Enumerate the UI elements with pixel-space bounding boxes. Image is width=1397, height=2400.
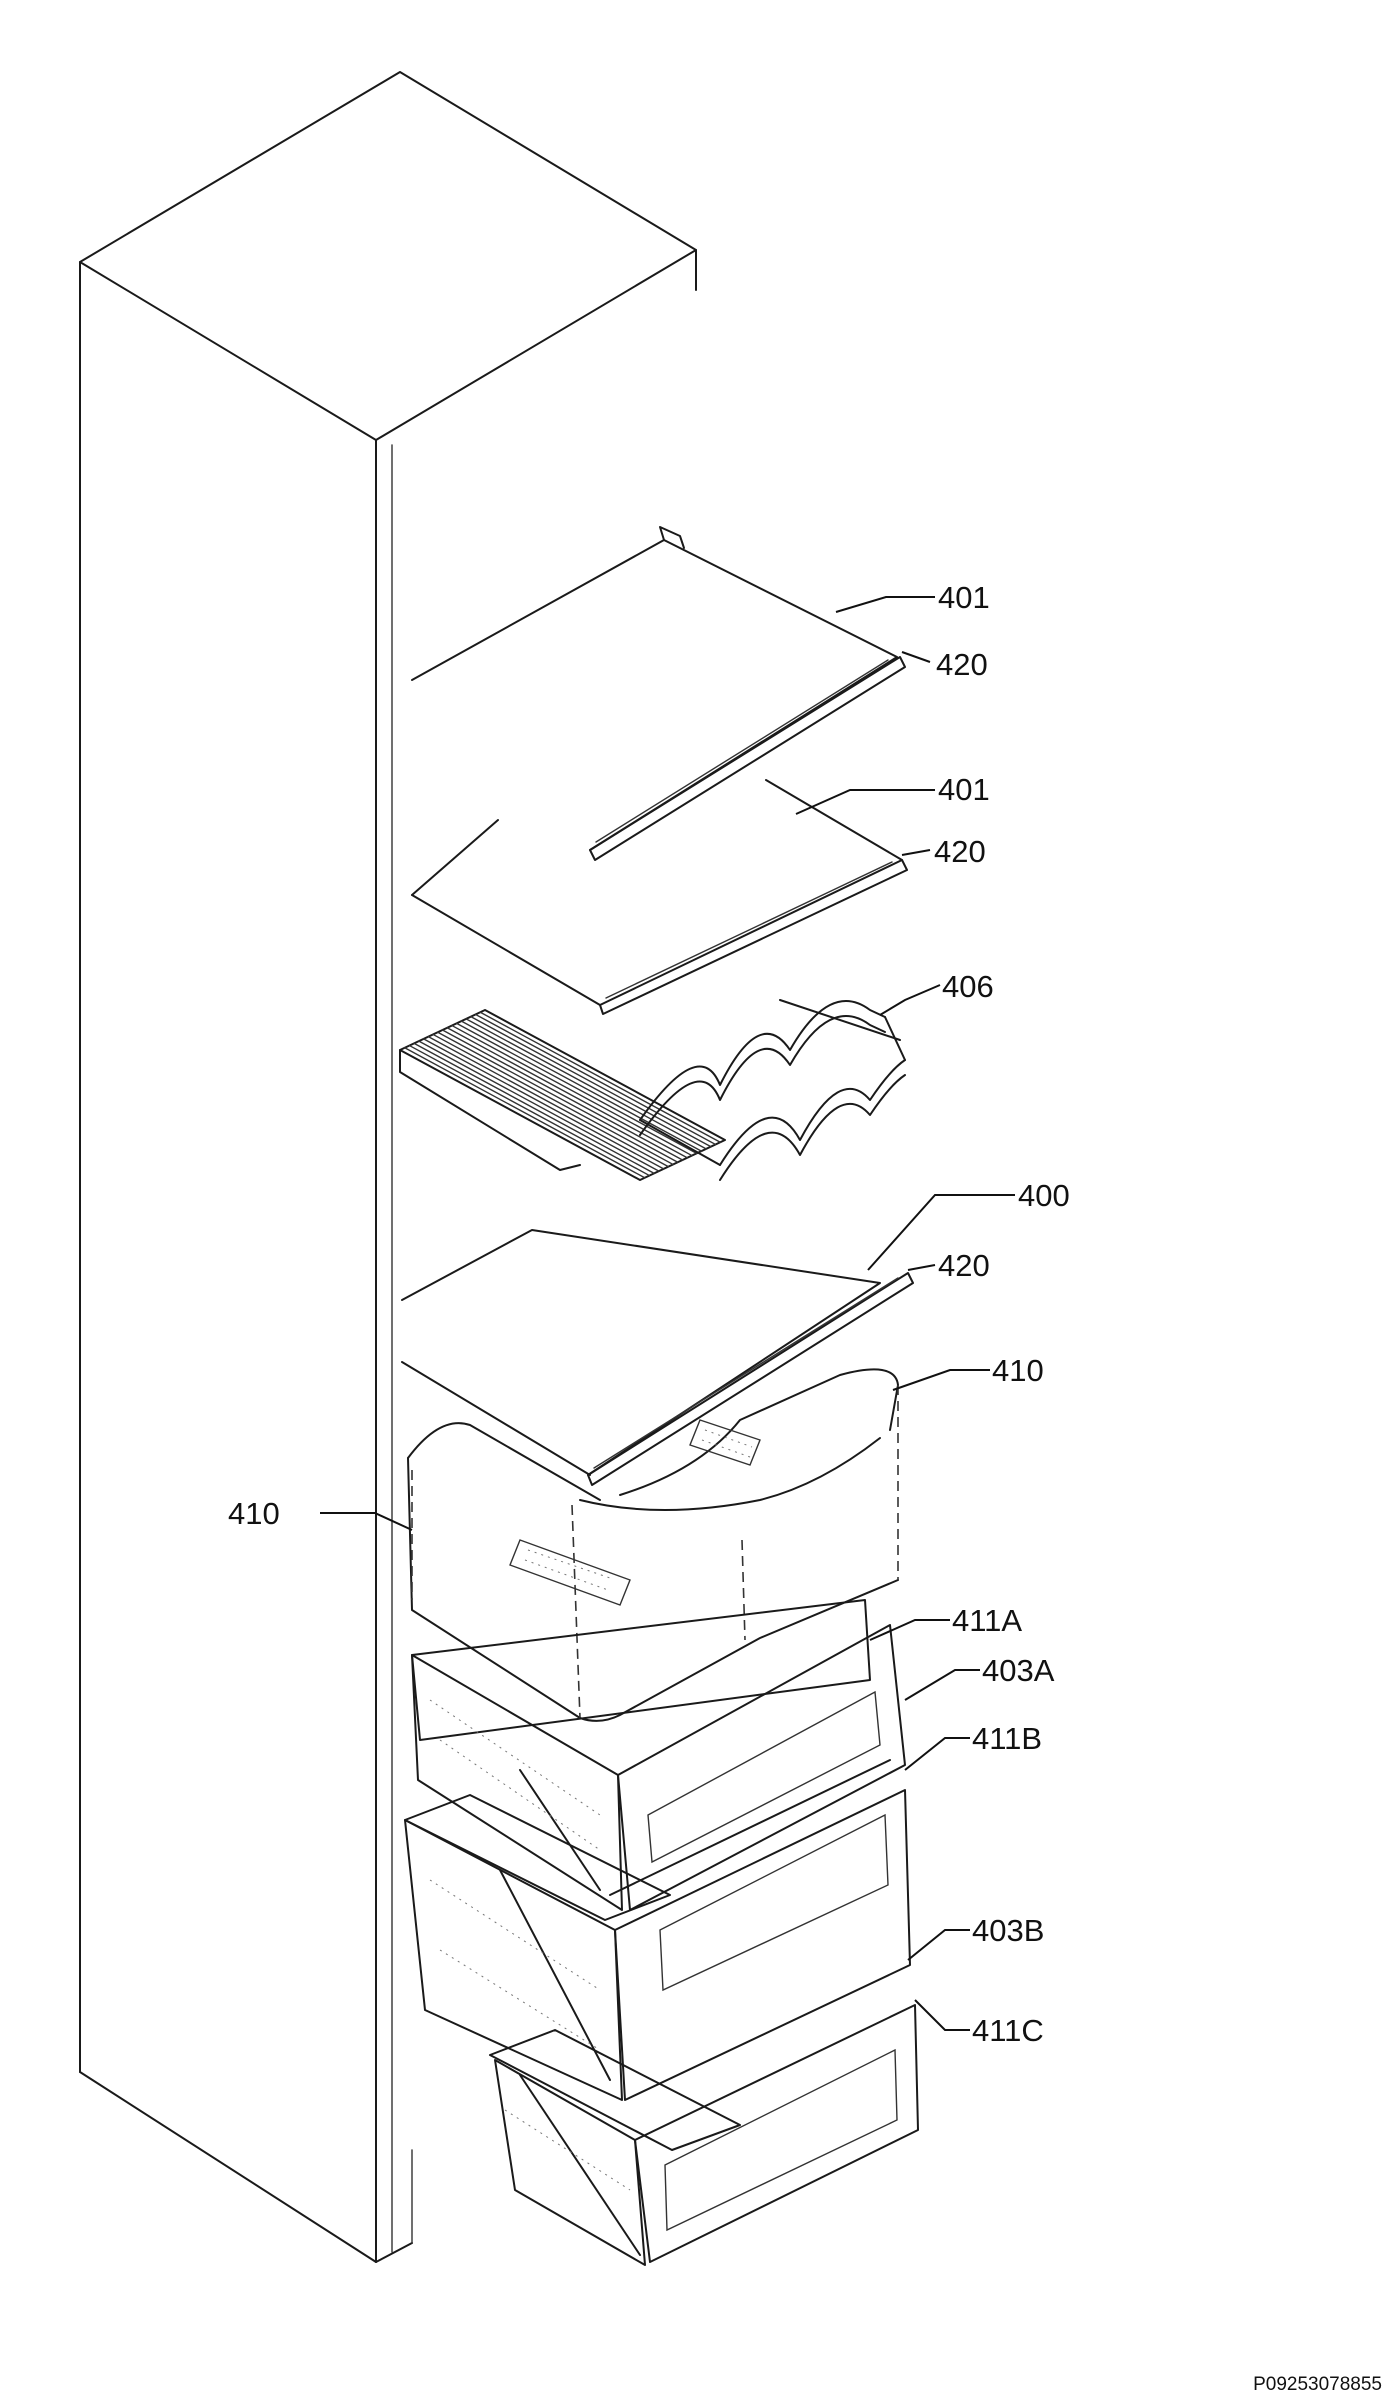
callout-label: 400: [1018, 1178, 1070, 1213]
wire-rod: [418, 1040, 660, 1172]
callout-labels: 401 420 401 420 406 400 420 410 410 411A…: [228, 580, 1070, 2048]
callout-label: 420: [934, 834, 986, 869]
callout-label: 410: [228, 1496, 280, 1531]
callout-label: 411B: [972, 1721, 1042, 1756]
callout-label: 401: [938, 580, 990, 615]
wire-rod: [465, 1018, 707, 1150]
glass-shelf-second: [411, 779, 908, 1015]
crisper-tray: [407, 1368, 899, 1722]
wire-rod: [479, 1011, 721, 1143]
drawer-c: [489, 2004, 919, 2266]
glass-shelf-lower: [401, 1229, 914, 1486]
drawer-b: [404, 1789, 911, 2101]
callout-label: 410: [992, 1353, 1044, 1388]
wire-rod: [427, 1035, 670, 1168]
callout-label: 403A: [982, 1653, 1055, 1688]
callout-label: 411C: [972, 2013, 1044, 2048]
bottle-rack: [639, 999, 906, 1181]
wire-rod: [432, 1033, 674, 1166]
callout-label: 401: [938, 772, 990, 807]
wire-rod: [408, 1044, 651, 1177]
wire-rod: [460, 1020, 703, 1152]
callout-label: 406: [942, 969, 994, 1004]
wire-rod: [474, 1013, 717, 1146]
wire-shelf: [399, 1009, 726, 1181]
wire-rod: [455, 1022, 698, 1155]
wire-rod: [413, 1042, 655, 1175]
cabinet-side-panel: [79, 71, 697, 2263]
callout-label: 411A: [952, 1603, 1022, 1638]
leader-lines: [320, 596, 1015, 2031]
wire-rod: [422, 1038, 665, 1170]
callout-label: 420: [936, 647, 988, 682]
drawer-a: [411, 1599, 906, 1911]
wire-rod: [470, 1015, 712, 1148]
drawing-code: P09253078855: [1253, 2374, 1382, 2395]
callout-label: 420: [938, 1248, 990, 1283]
wire-rod: [446, 1027, 688, 1159]
callout-label: 403B: [972, 1913, 1044, 1948]
wire-rod: [437, 1031, 679, 1163]
wire-rod: [441, 1029, 684, 1161]
wire-rod: [451, 1024, 693, 1157]
glass-shelf-top: [411, 526, 906, 861]
wire-rod: [404, 1047, 646, 1179]
